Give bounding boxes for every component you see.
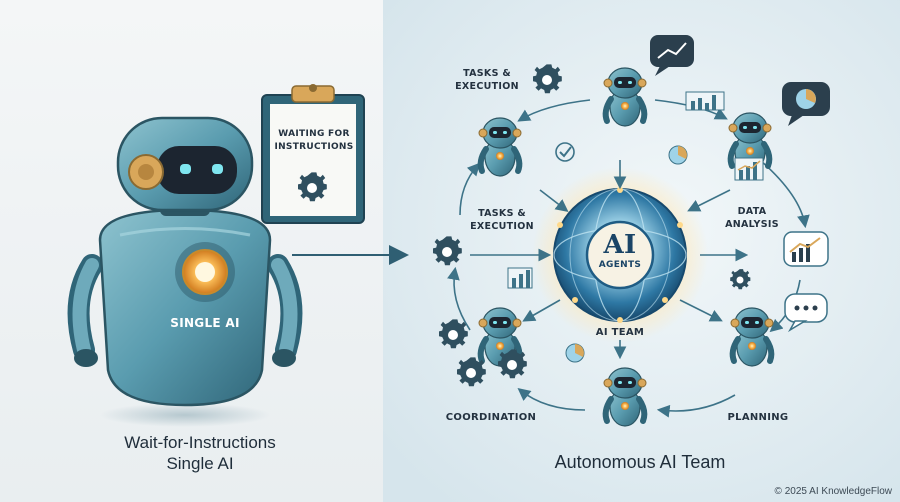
- pie-chart-icon: [565, 343, 585, 363]
- single-ai-chest-label: SINGLE AI: [170, 316, 240, 330]
- single-ai-robot: [67, 116, 303, 407]
- label-tasks-top-line1: TASKS &: [463, 68, 511, 79]
- label-tasks-mid-line1: TASKS &: [478, 208, 526, 219]
- clipboard-text-line1: WAITING FOR: [278, 129, 350, 139]
- chat-bubble-icon: [784, 293, 828, 333]
- chart-speech-bubble-icon: [650, 35, 694, 76]
- label-tasks-top-line2: EXECUTION: [455, 81, 519, 92]
- growth-chart-speech-bubble-icon: [783, 231, 829, 267]
- team-label: AI TEAM: [595, 327, 645, 338]
- gear-icon: [457, 357, 486, 387]
- robot-shadow: [100, 403, 270, 427]
- left-caption-line2: Single AI: [166, 454, 234, 473]
- hub-subtitle: AGENTS: [598, 260, 642, 270]
- bar-chart-icon: [507, 267, 533, 289]
- label-planning: PLANNING: [727, 412, 789, 423]
- clipboard-text: WAITING FOR INSTRUCTIONS: [268, 128, 360, 154]
- gear-icon: [533, 64, 562, 94]
- check-icon: [555, 142, 575, 162]
- label-tasks-execution-top: TASKS & EXECUTION: [442, 67, 532, 93]
- gear-icon: [433, 236, 462, 266]
- ai-agents-hub: [553, 187, 687, 323]
- bar-chart-icon: [734, 157, 764, 181]
- pie-speech-bubble-icon: [782, 82, 830, 126]
- copyright-notice: © 2025 AI KnowledgeFlow: [774, 486, 892, 497]
- gear-icon: [730, 269, 751, 290]
- left-caption: Wait-for-Instructions Single AI: [80, 432, 320, 474]
- clipboard-gear-icon: [298, 172, 327, 202]
- left-caption-line1: Wait-for-Instructions: [124, 433, 276, 452]
- clipboard: [261, 84, 365, 224]
- gear-icon: [439, 319, 468, 349]
- label-data-analysis: DATA ANALYSIS: [712, 205, 792, 231]
- orbit-arrows: [447, 99, 810, 418]
- gear-icon: [498, 349, 527, 379]
- label-tasks-execution-mid: TASKS & EXECUTION: [457, 207, 547, 233]
- label-tasks-mid-line2: EXECUTION: [470, 221, 534, 232]
- bar-chart-icon: [685, 91, 725, 111]
- hub-title: AI: [603, 230, 637, 260]
- pie-chart-icon: [668, 145, 688, 165]
- label-data-line2: ANALYSIS: [725, 219, 779, 230]
- clipboard-text-line2: INSTRUCTIONS: [274, 142, 354, 152]
- right-caption: Autonomous AI Team: [554, 452, 726, 472]
- label-coordination: COORDINATION: [445, 412, 537, 423]
- label-data-line1: DATA: [737, 206, 767, 217]
